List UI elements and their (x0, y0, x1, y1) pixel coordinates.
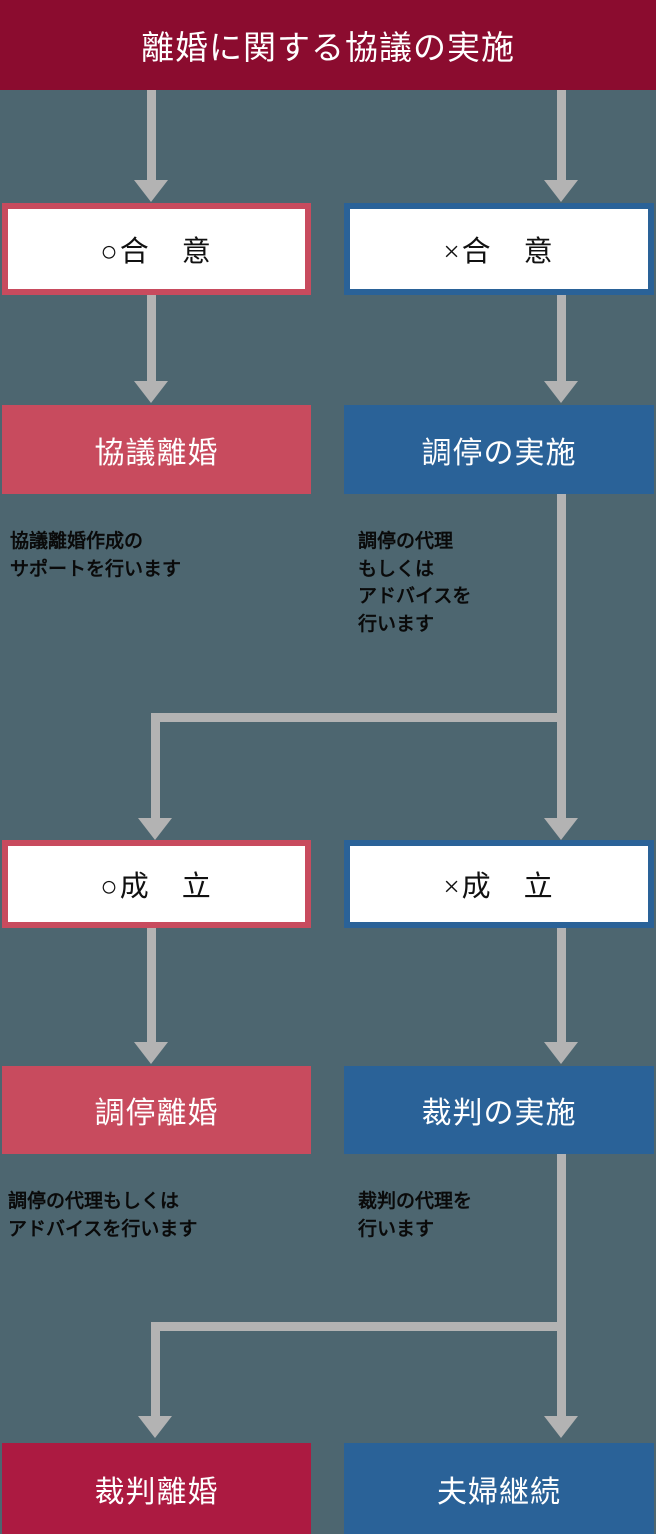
result-box-kyogi-rikon[interactable]: 協議離婚 (2, 405, 311, 494)
connector-header-to-agree-yes-line (147, 90, 156, 182)
connector-saiban-branch-bar (151, 1322, 566, 1331)
decision-box-agreement-no-label: ×合 意 (443, 236, 555, 268)
connector-branch-to-seiritsu-yes-line (151, 713, 160, 822)
result-box-saiban-rikon[interactable]: 裁判離婚 (2, 1443, 311, 1534)
result-box-chotei-rikon[interactable]: 調停離婚 (2, 1066, 311, 1154)
note-kyogi-rikon: 協議離婚作成の サポートを行います (10, 531, 182, 580)
decision-box-agreement-yes[interactable]: ○合 意 (2, 203, 311, 295)
decision-box-establishment-yes[interactable]: ○成 立 (2, 840, 311, 928)
result-box-fufu-keizoku[interactable]: 夫婦継続 (344, 1443, 654, 1534)
connector-chotei-stem-line (557, 494, 566, 722)
note-chotei-rikon: 調停の代理もしくは アドバイスを行います (8, 1191, 198, 1240)
decision-box-agreement-yes-label: ○合 意 (100, 236, 213, 268)
connector-seiritsu-yes-to-chotei-rikon-arrow (134, 1042, 168, 1064)
connector-header-to-agree-no-arrow (544, 180, 578, 202)
result-box-saiban-rikon-label: 裁判離婚 (94, 1475, 219, 1509)
connector-agree-no-to-chotei-arrow (544, 381, 578, 403)
connector-seiritsu-yes-to-chotei-rikon-line (147, 928, 156, 1044)
connector-agree-yes-to-kyogi-arrow (134, 381, 168, 403)
result-box-saiban-jisshi-label: 裁判の実施 (421, 1097, 577, 1130)
connector-branch-to-seiritsu-no-arrow (544, 818, 578, 840)
decision-box-establishment-no-label: ×成 立 (443, 871, 555, 903)
flowchart-header-banner: 離婚に関する協議の実施 (0, 0, 656, 90)
connector-branch-to-fufu-keizoku-arrow (544, 1416, 578, 1438)
connector-header-to-agree-no-line (557, 90, 566, 182)
result-box-chotei-jisshi-label: 調停の実施 (421, 436, 577, 470)
note-chotei-jisshi: 調停の代理 もしくは アドバイスを 行います (358, 531, 472, 635)
connector-agree-no-to-chotei-line (557, 295, 566, 383)
decision-box-agreement-no[interactable]: ×合 意 (344, 203, 654, 295)
result-box-chotei-rikon-label: 調停離婚 (94, 1097, 219, 1130)
result-box-chotei-jisshi[interactable]: 調停の実施 (344, 405, 654, 494)
result-box-fufu-keizoku-label: 夫婦継続 (437, 1475, 561, 1509)
page-title: 離婚に関する協議の実施 (141, 31, 515, 67)
connector-seiritsu-no-to-saiban-line (557, 928, 566, 1044)
connector-saiban-stem-line (557, 1154, 566, 1322)
result-box-saiban-jisshi[interactable]: 裁判の実施 (344, 1066, 654, 1154)
connector-branch-to-saiban-rikon-arrow (138, 1416, 172, 1438)
connector-branch-to-fufu-keizoku-line (557, 1322, 566, 1420)
connector-branch-to-seiritsu-yes-arrow (138, 818, 172, 840)
connector-chotei-branch-bar (151, 713, 566, 722)
result-box-kyogi-rikon-label: 協議離婚 (94, 436, 219, 470)
note-saiban-jisshi: 裁判の代理を 行います (358, 1191, 473, 1240)
decision-box-establishment-yes-label: ○成 立 (100, 871, 213, 903)
connector-branch-to-saiban-rikon-line (151, 1322, 160, 1420)
connector-agree-yes-to-kyogi-line (147, 295, 156, 383)
connector-seiritsu-no-to-saiban-arrow (544, 1042, 578, 1064)
decision-box-establishment-no[interactable]: ×成 立 (344, 840, 654, 928)
connector-header-to-agree-yes-arrow (134, 180, 168, 202)
connector-branch-to-seiritsu-no-line (557, 713, 566, 822)
